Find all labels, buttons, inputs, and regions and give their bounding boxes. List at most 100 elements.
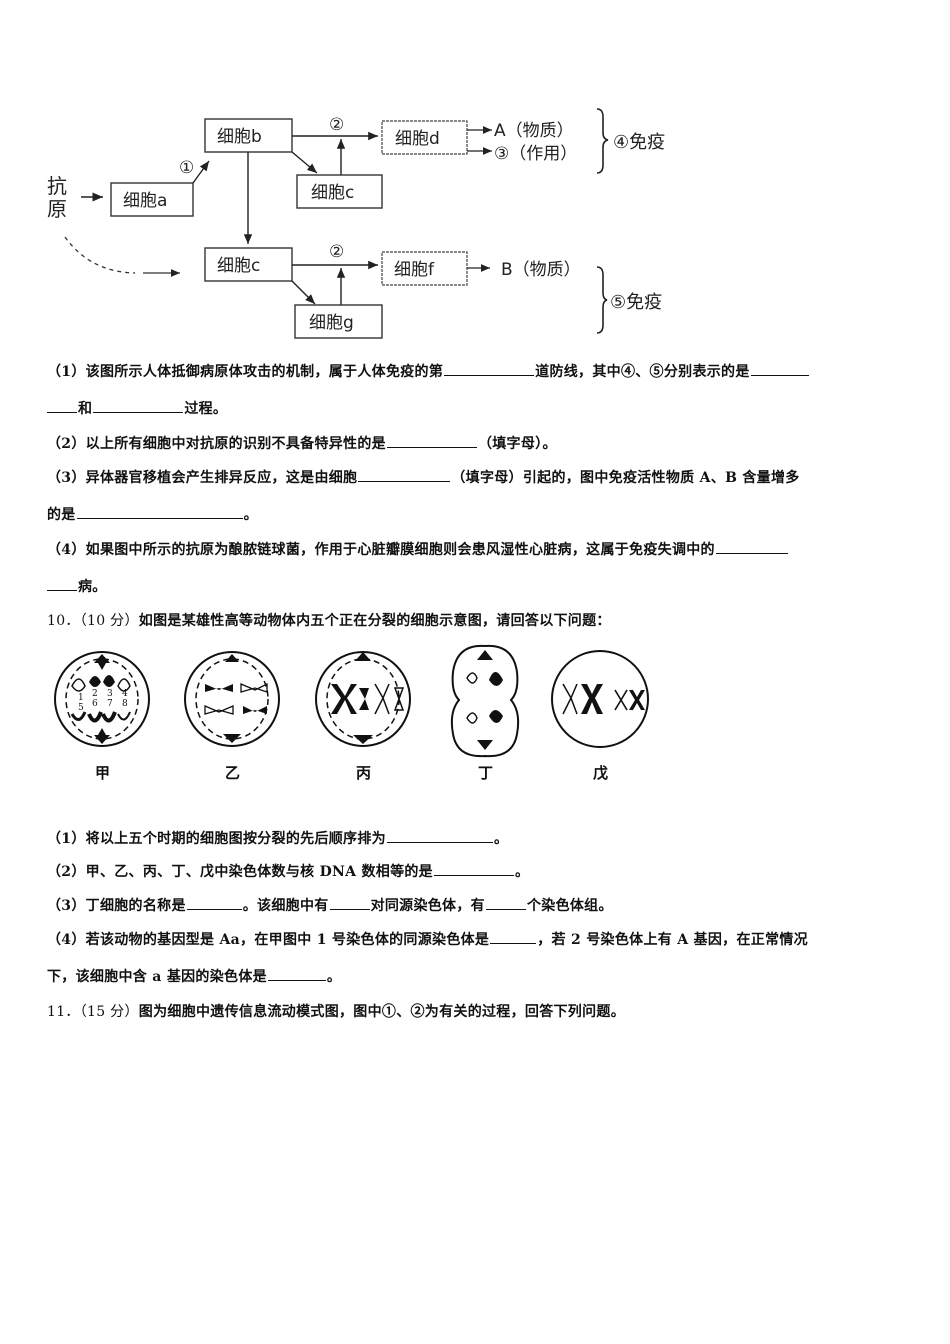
q10-part4-line2: 下，该细胞中含 a 基因的染色体是。	[47, 966, 341, 986]
immune-flow-chart: 抗 原 细胞a ① 细胞b ② 细胞c 细胞d A（物质） ③（作用） ④	[47, 108, 665, 339]
q9-part1-line1: （1）该图所示人体抵御病原体攻击的机制，属于人体免疫的第道防线，其中④、⑤分别表…	[47, 361, 810, 381]
cell-b-label: 细胞b	[217, 127, 262, 147]
q9-p1-blank-3[interactable]	[93, 398, 184, 413]
immunity-5-label: ⑤免疫	[610, 292, 662, 313]
q11-score: （15 分）	[79, 1004, 139, 1020]
q9-p1-text-b: 道防线，其中④、⑤分别表示的是	[535, 364, 750, 380]
q10-p3-text-c: 对同源染色体，有	[370, 898, 485, 914]
chromosome-3-label: 3	[107, 689, 113, 699]
chromosome-5-label: 5	[78, 703, 84, 713]
cell-d-label: 细胞d	[395, 129, 440, 149]
dashed-path	[64, 236, 136, 274]
cell-g-box	[294, 304, 383, 339]
step-1-label: ①	[179, 158, 194, 178]
q10-part4-line1: （4）若该动物的基因型是 Aa，在甲图中 1 号染色体的同源染色体是 ，若 2 号…	[47, 929, 808, 949]
q9-part4-line1: （4）如果图中所示的抗原为酿脓链球菌，作用于心脏瓣膜细胞则会患风湿性心脏病，这属…	[47, 539, 789, 559]
step-2-bottom-label: ②	[329, 242, 344, 262]
output-A-label: A（物质）	[494, 121, 574, 141]
q9-p4-blank-b[interactable]	[47, 576, 77, 591]
q10-p3-blank-1[interactable]	[186, 895, 242, 910]
q9-p1-blank-2a[interactable]	[750, 361, 809, 376]
cell-label-ding: 丁	[478, 764, 493, 782]
output-3-label: ③（作用）	[494, 144, 577, 164]
q9-p1-text-d: 过程。	[184, 401, 228, 417]
cell-c-top-box	[296, 174, 383, 209]
cell-wu: 戊	[551, 650, 649, 782]
q10-p3-blank-2[interactable]	[329, 895, 370, 910]
arrow-e-g	[291, 280, 316, 305]
antigen-label-2: 原	[47, 197, 67, 221]
cell-yi: 乙	[184, 651, 280, 782]
cell-c-top-label: 细胞c	[311, 183, 354, 203]
q10-p3-text-b: 。该细胞中有	[242, 898, 329, 914]
cell-label-bing: 丙	[356, 764, 371, 782]
q10-p1-blank[interactable]	[386, 828, 493, 843]
arrow-b-memory	[291, 151, 318, 174]
q9-p4-text-b: 病。	[78, 579, 107, 595]
q11-stem: 11．（15 分）图为细胞中遗传信息流动模式图，图中①、②为有关的过程，回答下列…	[47, 1001, 625, 1021]
cell-division-svg: 1 2 3 4 5 6 7 8 甲 乙	[54, 644, 649, 782]
q10-p2-text-a: （2）甲、乙、丙、丁、戊中染色体数与核 DNA 数相等的是	[47, 864, 433, 880]
q10-p4-blank-1[interactable]	[490, 929, 537, 944]
chromosome-7-label: 7	[107, 699, 113, 709]
q10-p3-text-a: （3）丁细胞的名称是	[47, 898, 186, 914]
step-2-top-label: ②	[329, 115, 344, 135]
q9-p3-blank-2[interactable]	[76, 504, 243, 519]
cell-a-label: 细胞a	[123, 191, 167, 211]
q9-p3-text-a: （3）异体器官移植会产生排异反应，这是由细胞	[47, 470, 358, 486]
q10-p4-text-d: 。	[326, 969, 342, 985]
cell-a-box	[110, 182, 194, 217]
q9-p3-blank-1[interactable]	[358, 467, 451, 482]
q10-score: （10 分）	[79, 613, 139, 629]
q10-part1: （1）将以上五个时期的细胞图按分裂的先后顺序排为 。	[47, 828, 508, 848]
brace-5	[596, 266, 608, 334]
q10-number: 10．	[47, 613, 80, 629]
q9-p2-text-b: （填字母）。	[477, 436, 557, 452]
cell-ding: 丁	[450, 644, 520, 782]
q10-p2-blank[interactable]	[434, 861, 514, 876]
q11-stem-text: 图为细胞中遗传信息流动模式图，图中①、②为有关的过程，回答下列问题。	[138, 1004, 625, 1020]
chromosome-1-label: 1	[78, 693, 84, 703]
cell-label-wu: 戊	[593, 764, 608, 782]
q10-stem: 10．（10 分）如图是某雄性高等动物体内五个正在分裂的细胞示意图，请回答以下问…	[47, 610, 611, 630]
q10-p4-text-b: ，若 2 号染色体上有 A 基因，在正常情况	[537, 932, 808, 948]
q10-p3-blank-3[interactable]	[485, 895, 526, 910]
cell-e-box	[204, 247, 293, 282]
q9-p4-blank-a[interactable]	[715, 539, 788, 554]
q9-part4-line2: 病。	[47, 576, 107, 596]
q11-number: 11．	[47, 1004, 80, 1020]
q9-p1-blank-1[interactable]	[444, 361, 535, 376]
cell-jia: 1 2 3 4 5 6 7 8 甲	[54, 651, 150, 782]
q9-p3-text-d: 。	[243, 507, 258, 523]
q10-part2: （2）甲、乙、丙、丁、戊中染色体数与核 DNA 数相等的是 。	[47, 861, 529, 881]
q10-p4-text-a: （4）若该动物的基因型是 Aa，在甲图中 1 号染色体的同源染色体是	[47, 932, 490, 948]
q9-part3-line1: （3）异体器官移植会产生排异反应，这是由细胞 （填字母）引起的，图中免疫活性物质 …	[47, 467, 800, 487]
chromosome-2-label: 2	[92, 689, 98, 699]
q10-p1-text-a: （1）将以上五个时期的细胞图按分裂的先后顺序排为	[47, 831, 386, 847]
cell-d-box	[381, 120, 468, 155]
q9-part2: （2）以上所有细胞中对抗原的识别不具备特异性的是 （填字母）。	[47, 433, 557, 453]
chromosome-6-label: 6	[92, 699, 98, 709]
cell-g-label: 细胞g	[309, 313, 354, 333]
q9-p2-text-a: （2）以上所有细胞中对抗原的识别不具备特异性的是	[47, 436, 386, 452]
q9-p2-blank[interactable]	[386, 433, 477, 448]
chromosome-8-label: 8	[122, 699, 128, 709]
cell-f-label: 细胞f	[394, 260, 435, 280]
q9-p3-text-c: 的是	[47, 507, 76, 523]
cell-division-figures: 1 2 3 4 5 6 7 8 甲 乙	[45, 642, 665, 792]
q9-part1-line2: 和过程。	[47, 398, 227, 418]
arrow-a-b	[192, 160, 210, 184]
immunity-4-label: ④免疫	[613, 132, 665, 153]
q10-p2-text-b: 。	[515, 864, 530, 880]
q9-part3-line2: 的是 。	[47, 504, 258, 524]
immune-response-diagram: 抗 原 细胞a ① 细胞b ② 细胞c 细胞d A（物质） ③（作用） ④	[45, 97, 705, 347]
q9-p1-blank-2b[interactable]	[47, 398, 77, 413]
q9-p3-text-b: （填字母）引起的，图中免疫活性物质 A、B 含量增多	[451, 470, 800, 486]
brace-4	[596, 108, 609, 174]
output-B-label: B（物质）	[501, 260, 581, 280]
q10-stem-text: 如图是某雄性高等动物体内五个正在分裂的细胞示意图，请回答以下问题：	[138, 613, 611, 629]
cell-label-yi: 乙	[225, 764, 240, 782]
q10-p4-blank-2[interactable]	[267, 966, 326, 981]
q10-p1-text-b: 。	[493, 831, 509, 847]
q10-part3: （3）丁细胞的名称是。该细胞中有对同源染色体，有个染色体组。	[47, 895, 613, 915]
